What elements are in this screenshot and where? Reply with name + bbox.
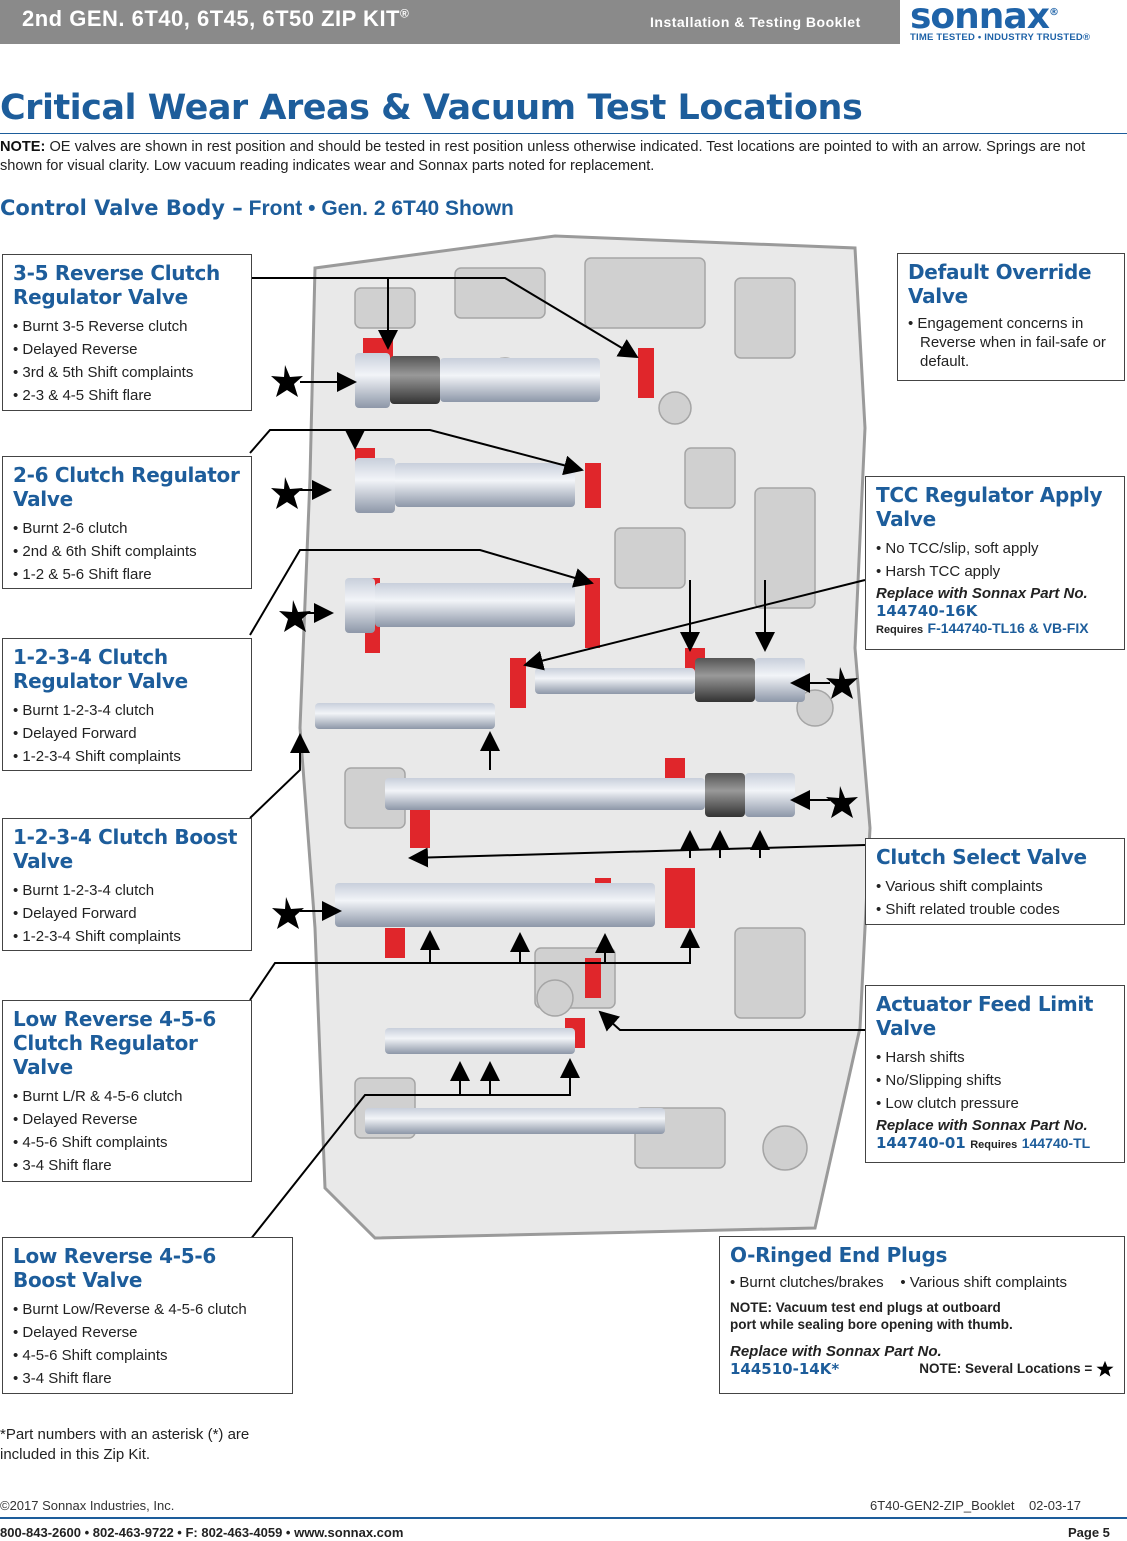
locations-note: NOTE: Several Locations = (919, 1360, 1114, 1378)
list-item: Harsh TCC apply (876, 560, 1114, 583)
vacuum-test-note: NOTE: Vacuum test end plugs at outboard … (730, 1300, 1013, 1332)
list-item: No/Slipping shifts (876, 1069, 1114, 1092)
callout-low-reverse-4-5-6-boost-valve: Low Reverse 4-5-6 Boost Valve Burnt Low/… (2, 1237, 293, 1394)
list-item: Burnt 1-2-3-4 clutch (13, 879, 241, 902)
valve-body-illustration (298, 234, 872, 1240)
list-item: Burnt Low/Reverse & 4-5-6 clutch (13, 1298, 282, 1321)
list-item: Delayed Reverse (13, 338, 241, 361)
list-item: Various shift complaints (876, 875, 1114, 898)
list-item: Burnt 3-5 Reverse clutch (13, 315, 241, 338)
part-number: 144740-16K (876, 602, 978, 620)
callout-actuator-feed-limit-valve: Actuator Feed Limit Valve Harsh shifts N… (865, 985, 1125, 1163)
part-number: 144740-01 (876, 1134, 966, 1152)
callout-title: TCC Regulator Apply Valve (876, 483, 1103, 531)
part-number: 144510-14K* (730, 1360, 840, 1379)
list-item: Delayed Forward (13, 722, 241, 745)
callout-2-6-clutch-regulator-valve: 2-6 Clutch Regulator Valve Burnt 2-6 clu… (2, 456, 252, 589)
list-item: 4-5-6 Shift complaints (13, 1131, 241, 1154)
requires-label: Requires (876, 624, 924, 636)
list-item: No TCC/slip, soft apply (876, 537, 1114, 560)
callout-title: 3-5 Reverse Clutch Regulator Valve (13, 261, 220, 309)
callout-tcc-regulator-apply-valve: TCC Regulator Apply Valve No TCC/slip, s… (865, 476, 1125, 650)
intro-note: NOTE: OE valves are shown in rest positi… (0, 139, 1086, 174)
star-icon (1096, 1361, 1114, 1378)
list-item: 1-2 & 5-6 Shift flare (13, 563, 241, 586)
title-rule (0, 133, 1127, 134)
callout-title: Low Reverse 4-5-6 Clutch Regulator Valve (13, 1007, 217, 1079)
document-code: 6T40-GEN2-ZIP_Booklet 02-03-17 (870, 1498, 1081, 1513)
list-item: 1-2-3-4 Shift complaints (13, 745, 241, 768)
list-item: 1-2-3-4 Shift complaints (13, 925, 241, 948)
replace-label: Replace with Sonnax Part No. (730, 1343, 942, 1360)
sonnax-logo: sonnax® (910, 0, 1059, 37)
callout-1-2-3-4-clutch-regulator-valve: 1-2-3-4 Clutch Regulator Valve Burnt 1-2… (2, 638, 252, 771)
list-item: Delayed Reverse (13, 1321, 282, 1344)
asterisk-footnote: *Part numbers with an asterisk (*) are i… (0, 1426, 250, 1463)
list-item: 4-5-6 Shift complaints (13, 1344, 282, 1367)
callout-title: Low Reverse 4-5-6 Boost Valve (13, 1244, 217, 1292)
list-item: 2nd & 6th Shift complaints (13, 540, 241, 563)
list-item: Burnt 2-6 clutch (13, 517, 241, 540)
list-item: Delayed Forward (13, 902, 241, 925)
list-item: Delayed Reverse (13, 1108, 241, 1131)
list-item: 2-3 & 4-5 Shift flare (13, 384, 241, 407)
list-item: Shift related trouble codes (876, 898, 1114, 921)
callout-title: 2-6 Clutch Regulator Valve (13, 463, 240, 511)
copyright: ©2017 Sonnax Industries, Inc. (0, 1498, 175, 1513)
list-item: • Various shift complaints (900, 1274, 1068, 1291)
logo-tagline: TIME TESTED • INDUSTRY TRUSTED® (910, 32, 1091, 43)
list-item: 3-4 Shift flare (13, 1367, 282, 1390)
required-part: 144740-TL (1021, 1135, 1091, 1151)
page-number: Page 5 (1068, 1525, 1110, 1540)
list-item: Low clutch pressure (876, 1092, 1114, 1115)
callout-3-5-reverse-clutch-regulator-valve: 3-5 Reverse Clutch Regulator Valve Burnt… (2, 254, 252, 411)
callout-title: O-Ringed End Plugs (730, 1243, 948, 1267)
contact-info: 800-843-2600 • 802-463-9722 • F: 802-463… (0, 1525, 404, 1540)
section-heading: Control Valve Body – Front • Gen. 2 6T40… (0, 196, 514, 220)
page-title: Critical Wear Areas & Vacuum Test Locati… (0, 88, 863, 128)
header-bar (0, 0, 900, 44)
list-item: 3rd & 5th Shift complaints (13, 361, 241, 384)
replace-label: Replace with Sonnax Part No. (876, 585, 1088, 602)
list-item: Engagement concerns in Reverse when in f… (908, 314, 1114, 371)
callout-title: Clutch Select Valve (876, 845, 1087, 869)
booklet-subtitle: Installation & Testing Booklet (650, 14, 861, 30)
callout-title: Default Override Valve (908, 260, 1092, 308)
callout-clutch-select-valve: Clutch Select Valve Various shift compla… (865, 838, 1125, 925)
callout-title: Actuator Feed Limit Valve (876, 992, 1094, 1040)
requires-label: Requires (970, 1139, 1018, 1151)
callout-low-reverse-4-5-6-clutch-regulator-valve: Low Reverse 4-5-6 Clutch Regulator Valve… (2, 1000, 252, 1182)
footer-rule (0, 1517, 1127, 1519)
required-part: F-144740-TL16 & VB-FIX (927, 620, 1089, 636)
list-item: 3-4 Shift flare (13, 1154, 241, 1177)
list-item: Burnt L/R & 4-5-6 clutch (13, 1085, 241, 1108)
callout-default-override-valve: Default Override Valve Engagement concer… (897, 253, 1125, 381)
booklet-title: 2nd GEN. 6T40, 6T45, 6T50 ZIP KIT® (22, 6, 410, 31)
list-item: Burnt 1-2-3-4 clutch (13, 699, 241, 722)
callout-title: 1-2-3-4 Clutch Boost Valve (13, 825, 238, 873)
list-item: • Burnt clutches/brakes (730, 1274, 884, 1291)
callout-1-2-3-4-clutch-boost-valve: 1-2-3-4 Clutch Boost Valve Burnt 1-2-3-4… (2, 818, 252, 951)
callout-o-ringed-end-plugs: O-Ringed End Plugs • Burnt clutches/brak… (719, 1236, 1125, 1394)
callout-title: 1-2-3-4 Clutch Regulator Valve (13, 645, 188, 693)
replace-label: Replace with Sonnax Part No. (876, 1117, 1088, 1134)
list-item: Harsh shifts (876, 1046, 1114, 1069)
